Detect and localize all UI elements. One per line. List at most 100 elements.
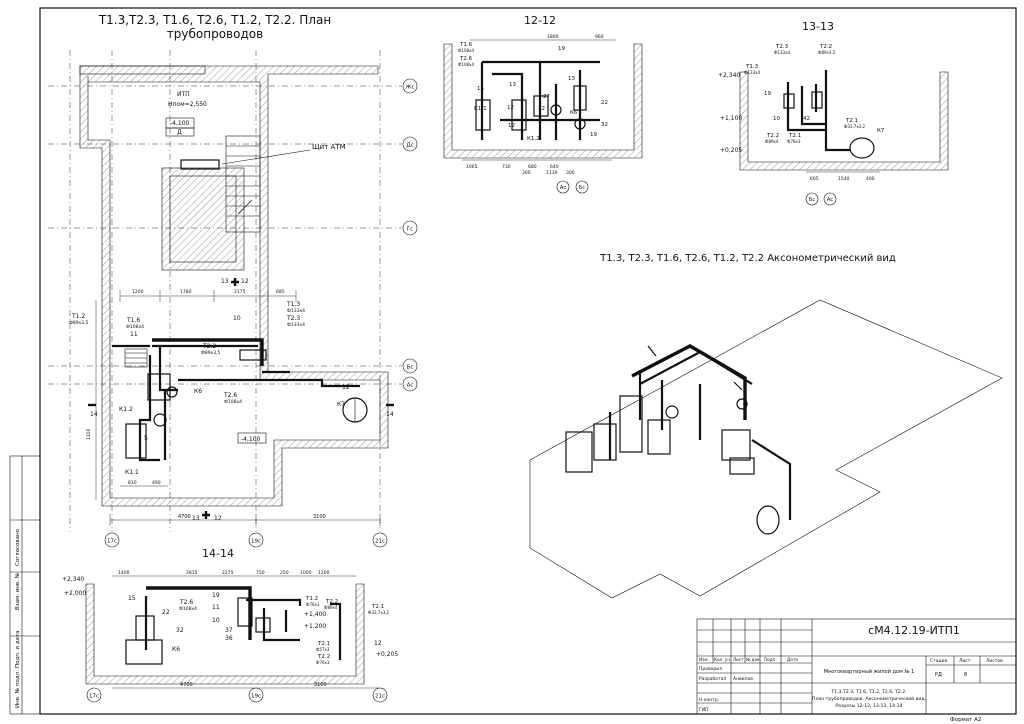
svg-text:12: 12 (214, 515, 222, 522)
svg-text:810: 810 (128, 480, 137, 486)
svg-text:Т1.3: Т1.3 (286, 301, 300, 308)
room-name: ИТП (177, 91, 190, 98)
svg-text:+1,400: +1,400 (304, 611, 326, 618)
svg-text:Ф133х4: Ф133х4 (287, 322, 305, 328)
svg-text:Лист: Лист (959, 658, 971, 664)
svg-text:1130: 1130 (546, 170, 558, 176)
svg-text:Ф108х4: Ф108х4 (179, 606, 197, 612)
svg-text:Проверил: Проверил (699, 666, 722, 672)
svg-text:Ф89х4: Ф89х4 (765, 139, 779, 144)
svg-text:1200: 1200 (318, 570, 330, 576)
svg-text:32: 32 (176, 627, 184, 634)
svg-text:640: 640 (550, 164, 559, 170)
shaft (161, 167, 245, 271)
svg-text:13: 13 (568, 76, 575, 82)
svg-text:1540: 1540 (838, 176, 850, 182)
svg-text:К6: К6 (570, 110, 578, 116)
svg-text:Ф108х4: Ф108х4 (126, 324, 144, 330)
svg-text:3100: 3100 (313, 514, 326, 520)
svg-text:+2,340: +2,340 (718, 72, 740, 79)
plan-tags: Т1.2 Ф89х3,5 Т1.6 Ф108х4 11 Т1.3 Ф133х4 … (69, 278, 394, 522)
axon-tank (756, 505, 780, 535)
axon-title: Т1.3, Т2.3, Т1.6, Т2.6, Т1.2, Т2.2 Аксон… (599, 253, 896, 264)
svg-text:13: 13 (221, 278, 229, 285)
svg-text:21с: 21с (375, 694, 385, 700)
svg-text:Подп.: Подп. (764, 657, 777, 662)
svg-text:Ф76х3: Ф76х3 (787, 139, 801, 144)
svg-text:ГИП: ГИП (699, 707, 709, 713)
paper-format: Формат А2 (950, 717, 981, 723)
svg-text:Т1.3,Т2.3, Т1.6, Т1.2, Т2.6, Т: Т1.3,Т2.3, Т1.6, Т1.2, Т2.6, Т2.2. (830, 689, 906, 695)
section-14-14-title: 14-14 (202, 547, 234, 560)
svg-text:300: 300 (566, 170, 575, 176)
plan-walls (79, 65, 389, 507)
shield-label: Щит АТМ (312, 143, 346, 151)
svg-text:Ф33,7х3,2: Ф33,7х3,2 (368, 610, 390, 615)
svg-text:17с: 17с (107, 539, 117, 545)
svg-text:Ф76х3: Ф76х3 (306, 602, 320, 607)
svg-text:Т1.2: Т1.2 (305, 596, 318, 602)
svg-text:10: 10 (773, 116, 780, 122)
svg-text:1065: 1065 (466, 164, 478, 170)
svg-text:Т2.2: Т2.2 (766, 133, 779, 139)
svg-text:К6: К6 (172, 646, 180, 653)
svg-text:12: 12 (507, 105, 514, 111)
axon-floor (529, 299, 1003, 599)
svg-text:19с: 19с (251, 539, 261, 545)
svg-text:12: 12 (241, 278, 249, 285)
svg-text:+0,205: +0,205 (376, 651, 398, 658)
svg-text:Т2.2: Т2.2 (325, 599, 338, 605)
svg-text:К1.1: К1.1 (474, 106, 487, 112)
svg-text:Изм.: Изм. (699, 657, 709, 662)
svg-text:Ф133х4: Ф133х4 (287, 308, 305, 314)
svg-text:К1.1: К1.1 (125, 469, 139, 476)
svg-text:11: 11 (212, 604, 220, 611)
svg-text:Т2.6: Т2.6 (223, 392, 237, 399)
plan-title-2: трубопроводов (167, 27, 263, 41)
svg-text:Кол. уч.: Кол. уч. (714, 657, 731, 662)
section-12-12: 12-12 1800 960 1065 730 680 640 300 1130… (443, 14, 643, 194)
svg-text:Разработал: Разработал (699, 676, 726, 682)
svg-text:Жс: Жс (406, 85, 415, 91)
svg-text:13: 13 (192, 515, 200, 522)
svg-text:Бс: Бс (407, 365, 414, 371)
svg-text:Бс: Бс (579, 185, 585, 191)
svg-text:27: 27 (543, 94, 550, 100)
svg-text:750: 750 (256, 570, 265, 576)
svg-text:Дс: Дс (406, 143, 413, 149)
svg-text:Т2.2: Т2.2 (819, 44, 832, 50)
svg-text:960: 960 (595, 34, 604, 40)
svg-text:22: 22 (162, 609, 170, 616)
svg-text:1100: 1100 (86, 428, 92, 440)
svg-text:Ф57х3: Ф57х3 (316, 647, 330, 652)
svg-text:К1.2: К1.2 (119, 406, 133, 413)
svg-text:+1,200: +1,200 (304, 623, 326, 630)
plan-pipes (88, 278, 394, 519)
svg-text:4700: 4700 (180, 682, 193, 688)
axonometric-view: Т1.3, Т2.3, Т1.6, Т2.6, Т1.2, Т2.2 Аксон… (529, 253, 1003, 599)
svg-text:13: 13 (509, 82, 516, 88)
room-category: Д (177, 129, 182, 136)
svg-text:Т1.6: Т1.6 (126, 317, 140, 324)
svg-text:19: 19 (212, 592, 220, 599)
svg-text:680: 680 (528, 164, 537, 170)
side-stamp: Согласовано Взам. инв. № Подп. и дата Ин… (9, 455, 41, 715)
svg-text:3100: 3100 (314, 682, 327, 688)
svg-text:К1.2: К1.2 (527, 136, 540, 142)
title-block: сМ4.12.19-ИТП1 Изм. Кол. уч. Лист № док.… (696, 618, 1017, 723)
svg-text:32: 32 (601, 122, 608, 128)
svg-text:Ф89х4: Ф89х4 (324, 605, 338, 610)
svg-text:+1,100: +1,100 (720, 115, 742, 122)
plan-title-1: Т1.3,Т2.3, Т1.6, Т2.6, Т1.2, Т2.2. План (98, 13, 331, 27)
object-name: Многоквартирный жилой дом № 1 (824, 668, 915, 675)
svg-text:Анвилов: Анвилов (733, 676, 753, 682)
svg-text:10: 10 (233, 315, 241, 322)
svg-text:490: 490 (152, 480, 161, 486)
section-13-13-title: 13-13 (802, 20, 834, 33)
svg-text:Ф76х3: Ф76х3 (316, 660, 330, 665)
level-top: -4,100 (170, 120, 190, 127)
svg-text:Ф89х3,5: Ф89х3,5 (818, 50, 836, 55)
svg-text:Т2.2: Т2.2 (317, 654, 330, 660)
svg-text:Т2.6: Т2.6 (459, 56, 473, 62)
